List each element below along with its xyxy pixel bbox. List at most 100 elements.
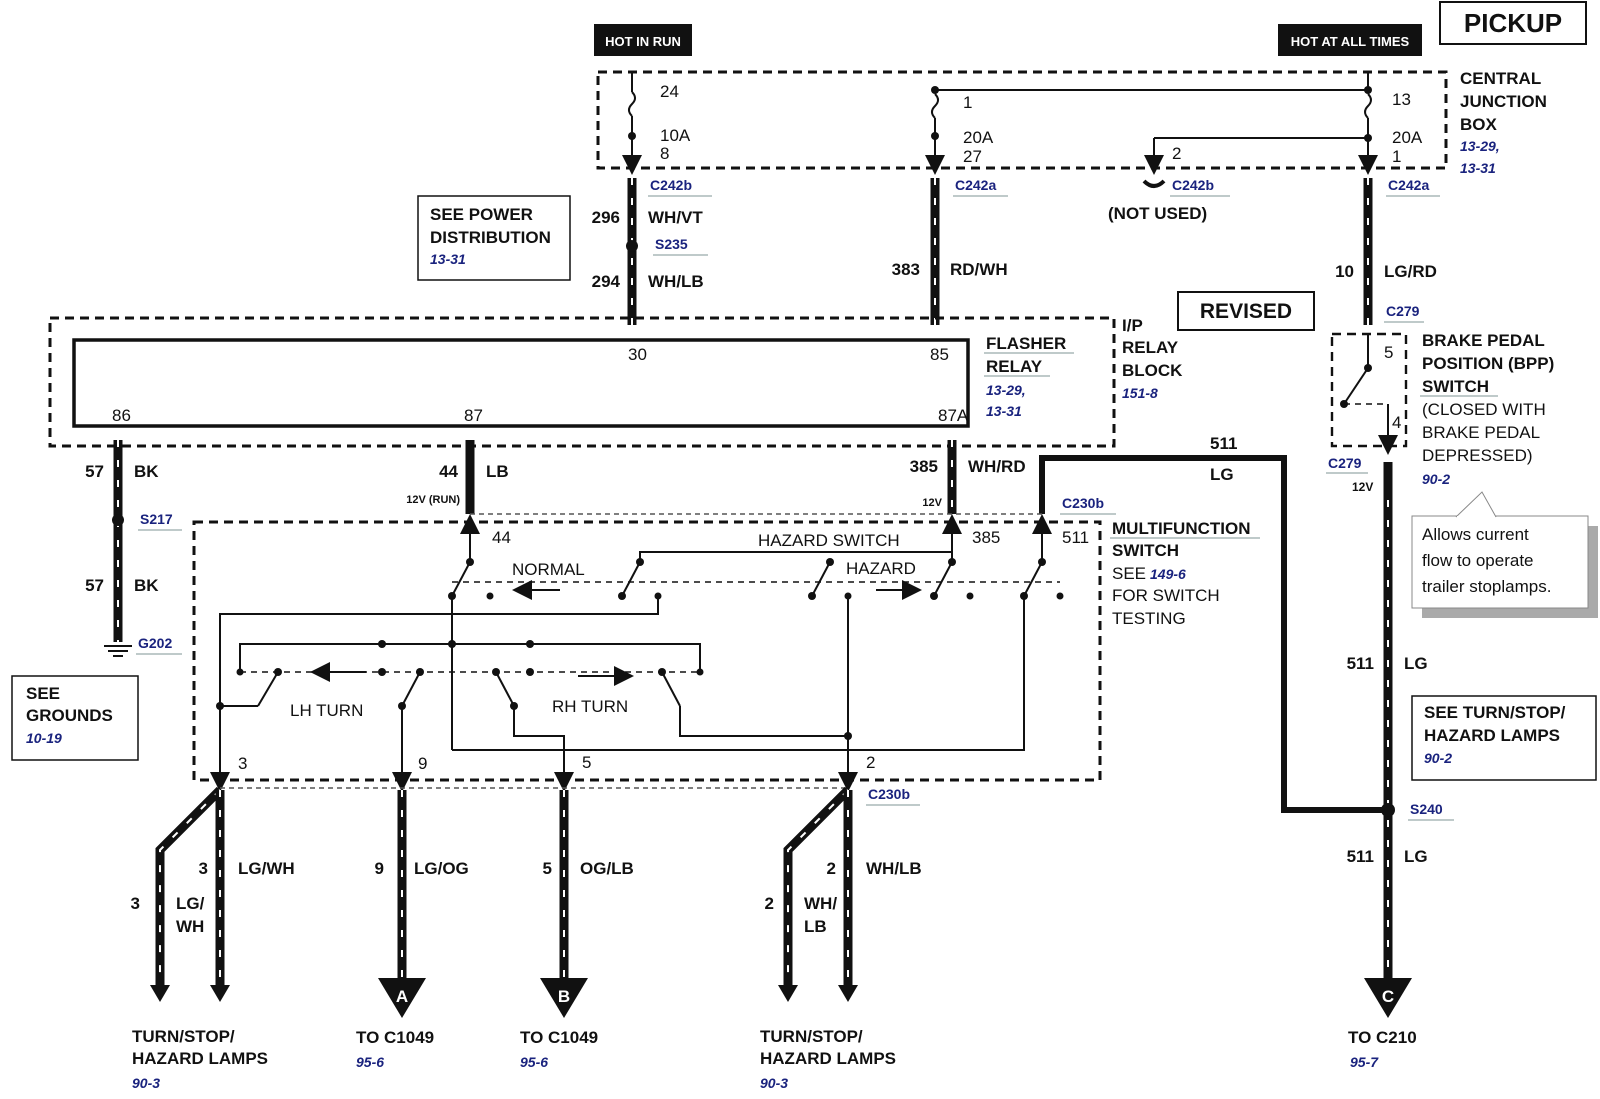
header-hot-in-run-label: HOT IN RUN — [605, 34, 681, 49]
flasher-relay-refs-0-label: 13-29, — [986, 382, 1026, 398]
wires-w511-top-color-label: LG — [1210, 465, 1234, 484]
outputs-left-line1-label: TURN/STOP/ — [132, 1027, 235, 1046]
splices-s235-label: S235 — [655, 236, 688, 252]
wires-w44-color-label: LB — [486, 462, 509, 481]
wires-w511-top-circuit-label: 511 — [1210, 434, 1237, 453]
multifunction-switch-pin-385-label: 385 — [972, 528, 1000, 547]
see-power-line1-label: SEE POWER — [430, 205, 533, 224]
connectors-c242a-right-label: C242a — [1388, 177, 1429, 193]
wires-bpp-12v-label: 12V — [1352, 480, 1373, 494]
outputs-c-ref-label: 95-7 — [1350, 1054, 1379, 1070]
flasher-relay-pins-p30-label: 30 — [628, 345, 647, 364]
wire-511-right — [1381, 462, 1395, 985]
central-junction-box-label-1-label: JUNCTION — [1460, 92, 1547, 111]
flasher-relay-pins-p86-label: 86 — [112, 406, 131, 425]
wires-w3-outer-color-line1-label: LG/ — [176, 894, 205, 913]
multifunction-switch — [192, 514, 1102, 792]
multifunction-switch-hazard-label: HAZARD — [846, 559, 916, 578]
wires-w385-color-label: WH/RD — [968, 457, 1026, 476]
wires-w9-color-label: LG/OG — [414, 859, 469, 878]
multifunction-switch-pin-511-label: 511 — [1062, 528, 1089, 547]
bpp-switch-label-1-label: POSITION (BPP) — [1422, 354, 1554, 373]
see-power-line2-label: DISTRIBUTION — [430, 228, 551, 247]
outputs-right-line1-label: TURN/STOP/ — [760, 1027, 863, 1046]
connectors-c279-top-label: C279 — [1386, 303, 1420, 319]
central-junction-box-fuse-1-rating-label: 20A — [963, 128, 994, 147]
bpp-switch-label-0-label: BRAKE PEDAL — [1422, 331, 1545, 350]
connectors-c230b-top-label: C230b — [1062, 495, 1104, 511]
central-junction-box-fuse-13-rating-label: 20A — [1392, 128, 1423, 147]
see-power-ref-label: 13-31 — [430, 251, 466, 267]
multifunction-switch-normal-label: NORMAL — [512, 560, 585, 579]
central-junction-box-label-2-label: BOX — [1460, 115, 1498, 134]
wires-w5-circuit-label: 5 — [543, 859, 552, 878]
central-junction-box-fuse-24-number-label: 24 — [660, 82, 679, 101]
see-grounds-line1-label: SEE — [26, 684, 60, 703]
wire-511-loop — [1039, 455, 1388, 813]
central-junction-box-fuse-24-rating-label: 10A — [660, 126, 691, 145]
wires-w57a-color-label: BK — [134, 462, 159, 481]
outputs-right-line2-label: HAZARD LAMPS — [760, 1049, 896, 1068]
outputs-b-marker-label: B — [558, 987, 570, 1006]
header-hot-at-all-times-label: HOT AT ALL TIMES — [1291, 34, 1410, 49]
connectors-c279-bottom-label: C279 — [1328, 455, 1362, 471]
wires-w10-circuit-label: 10 — [1335, 262, 1354, 281]
trailer-stoplamp-callout — [1411, 491, 1598, 618]
wires-w385-note-label: 12V — [922, 497, 942, 509]
connectors-not-used-label: (NOT USED) — [1108, 204, 1207, 223]
wire-9 — [378, 790, 426, 1018]
wires-w511-mid-color-label: LG — [1404, 654, 1428, 673]
wires-w511-bot-color-label: LG — [1404, 847, 1428, 866]
see-turn-line2-label: HAZARD LAMPS — [1424, 726, 1560, 745]
flasher-relay-refs-1-label: 13-31 — [986, 403, 1022, 419]
central-junction-box-refs-0-label: 13-29, — [1460, 138, 1500, 154]
bpp-switch-label-2-label: SWITCH — [1422, 377, 1489, 396]
wire-2-pair — [778, 786, 858, 1002]
wires-w3-inner-circuit-label: 3 — [199, 859, 208, 878]
bpp-switch-ref-label: 90-2 — [1422, 471, 1450, 487]
header-revised-label: REVISED — [1200, 300, 1292, 323]
wire-296-294 — [626, 178, 638, 325]
wires-w5-color-label: OG/LB — [580, 859, 634, 878]
wires-w3-outer-circuit-label: 3 — [131, 894, 140, 913]
ip-relay-block-label-1-label: RELAY — [1122, 338, 1179, 357]
outputs-left-ref-label: 90-3 — [132, 1075, 160, 1091]
wires-w383-color-label: RD/WH — [950, 260, 1008, 279]
see-grounds-line2-label: GROUNDS — [26, 706, 113, 725]
wires-w57b-color-label: BK — [134, 576, 159, 595]
splices-s240-label: S240 — [1410, 801, 1443, 817]
multifunction-switch-pin-3-label: 3 — [238, 754, 247, 773]
hot-in-run-tag: HOT IN RUN — [594, 24, 692, 56]
ip-relay-block-label-2-label: BLOCK — [1122, 361, 1183, 380]
wires-w294-circuit-label: 294 — [592, 272, 621, 291]
central-junction-box-refs-1-label: 13-31 — [1460, 160, 1496, 176]
bpp-switch-pin-top-label: 5 — [1384, 343, 1393, 362]
bpp-switch — [1330, 332, 1408, 455]
wires-w296-circuit-label: 296 — [592, 208, 620, 227]
wires-w57b-circuit-label: 57 — [85, 576, 104, 595]
wires-w10-color-label: LG/RD — [1384, 262, 1437, 281]
multifunction-switch-label-1-label: SWITCH — [1112, 541, 1179, 560]
bpp-switch-pin-bottom-label: 4 — [1392, 413, 1401, 432]
wires-w44-note-label: 12V (RUN) — [406, 494, 460, 506]
multifunction-switch-desc-0-label: FOR SWITCH — [1112, 586, 1220, 605]
multifunction-switch-see-ref-label: 149-6 — [1150, 566, 1186, 582]
wire-5 — [540, 790, 588, 1018]
wire-3-pair — [150, 786, 230, 1002]
flasher-relay-pins-p85-label: 85 — [930, 345, 949, 364]
multifunction-switch-see-label: SEE — [1112, 564, 1146, 583]
wires-w2-inner-circuit-label: 2 — [827, 859, 836, 878]
revised-tag: REVISED — [1177, 291, 1315, 331]
central-junction-box-fuse-13-number-label: 13 — [1392, 90, 1411, 109]
wire-57 — [104, 440, 132, 657]
wires-w3-outer-color-line2-label: WH — [176, 917, 204, 936]
central-junction-box — [596, 70, 1448, 175]
multifunction-switch-pin-5-label: 5 — [582, 753, 591, 772]
multifunction-switch-rh-turn-label: RH TURN — [552, 697, 628, 716]
flasher-relay-label-1-label: RELAY — [986, 357, 1043, 376]
multifunction-switch-hazard-switch-label: HAZARD SWITCH — [758, 531, 900, 550]
callout-line1-label: Allows current — [1422, 525, 1529, 544]
connectors-c242b-left-label: C242b — [650, 177, 692, 193]
bpp-switch-desc-2-label: DEPRESSED) — [1422, 446, 1533, 465]
wires-w511-bot-circuit-label: 511 — [1347, 847, 1374, 866]
